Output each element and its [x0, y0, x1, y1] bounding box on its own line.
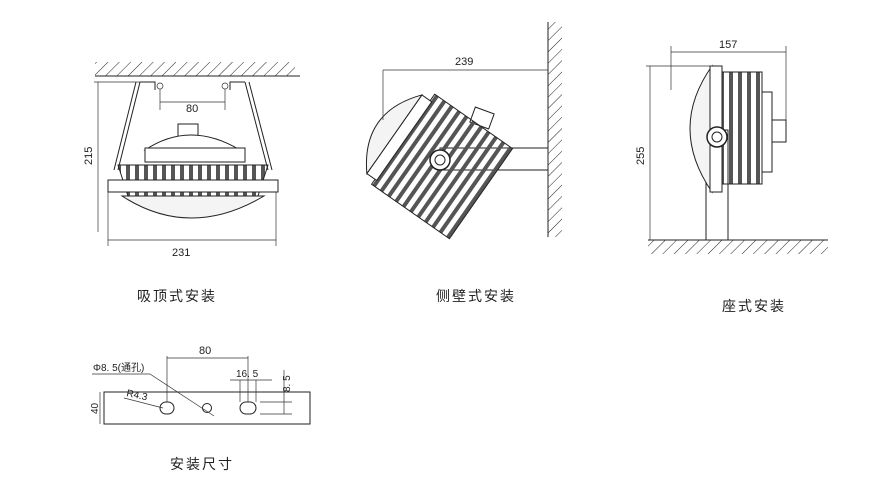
dim-radius: R4.3 [125, 388, 148, 403]
dim-slot-width: 8. 5 [282, 375, 293, 392]
dim-total-height: 215 [83, 147, 95, 165]
dim-slot-spacing: 80 [199, 345, 211, 357]
slot-right [239, 401, 257, 415]
floor-hatch [648, 240, 828, 254]
dim-plate-height: 40 [90, 402, 101, 414]
lamp-lens [120, 195, 266, 219]
ceiling-mount-view: 80 215 231 吸顶式安装 [83, 62, 300, 305]
dim-total-width: 231 [172, 247, 190, 259]
dim-seat-height: 255 [635, 147, 647, 165]
dim-slot-length: 16. 5 [236, 369, 259, 380]
caption-ceiling: 吸顶式安装 [137, 289, 217, 305]
seat-lens [689, 64, 713, 194]
seat-mount-view: 157 255 座式安装 [635, 39, 828, 315]
dim-hole-spacing: 80 [186, 103, 198, 115]
seat-heat-sink [721, 71, 763, 185]
wall-mount-view: 239 侧壁式安装 [365, 22, 562, 305]
wall-lens [365, 94, 424, 176]
caption-mount: 安装尺寸 [170, 457, 234, 473]
u-bracket [117, 81, 269, 171]
dim-wall-length: 239 [455, 56, 473, 68]
wall-hatch [548, 22, 562, 237]
ceiling-hatch [95, 62, 295, 76]
caption-seat: 座式安装 [722, 299, 786, 315]
caption-wall: 侧壁式安装 [436, 289, 516, 305]
mount-dimension-view: 80 Φ8. 5(通孔) R4.3 16. 5 8. 5 40 安装尺寸 [90, 345, 311, 473]
seat-junction [771, 119, 787, 143]
dim-through-hole: Φ8. 5(通孔) [93, 362, 144, 374]
dim-seat-width: 157 [719, 39, 737, 51]
